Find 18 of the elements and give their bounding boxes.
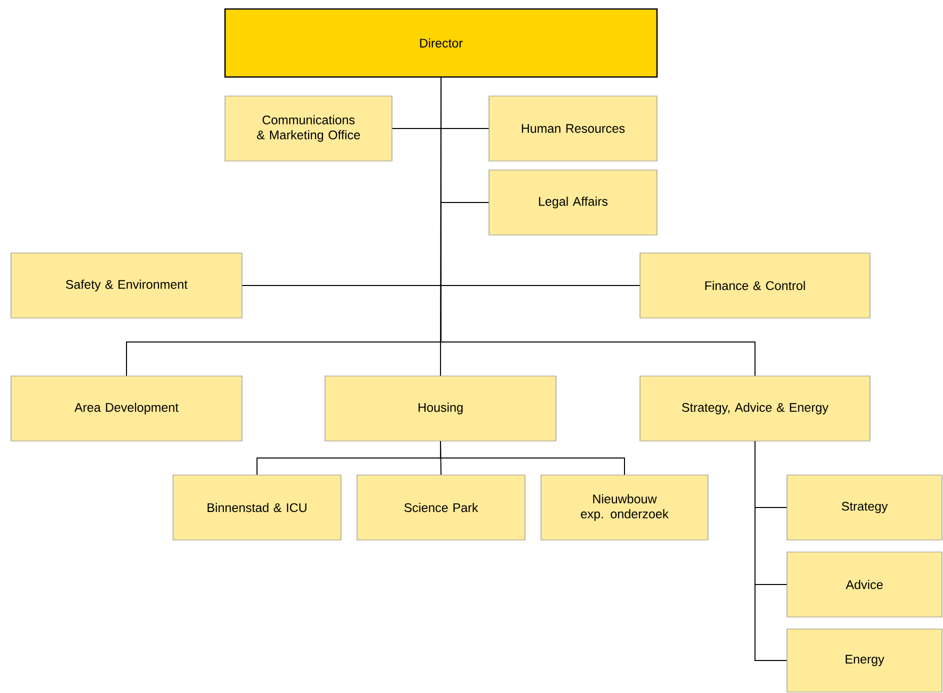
department-box: Legal Affairs [488, 170, 658, 236]
director-box: Director [224, 8, 658, 78]
department-box: Strategy [786, 474, 942, 540]
connector-line [754, 440, 788, 661]
department-box: Strategy, Advice & Energy [640, 376, 870, 442]
connector-line [440, 77, 756, 376]
connector-line [440, 440, 625, 476]
department-box: Communications & Marketing Office [224, 96, 392, 162]
department-box: Safety & Environment [10, 252, 242, 318]
department-box: Human Resources [488, 96, 658, 162]
department-box: Binnenstad & ICU [172, 474, 342, 540]
department-box: Advice [786, 552, 942, 618]
department-box: Housing [324, 376, 556, 442]
department-box: Energy [786, 628, 942, 692]
department-box: Nieuwbouw exp. onderzoek [540, 474, 708, 540]
department-box: Finance & Control [640, 252, 870, 318]
department-box: Science Park [356, 474, 526, 540]
department-box: Area Development [10, 376, 242, 442]
